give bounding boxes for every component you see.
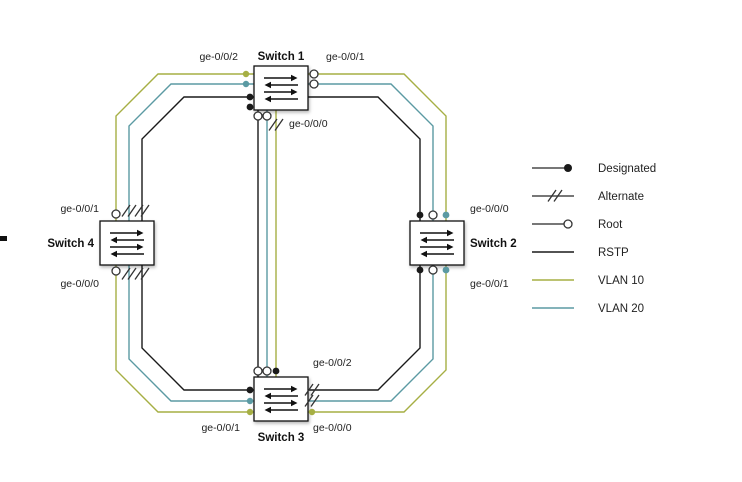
legend-label-alternate: Alternate [598, 191, 644, 203]
port-label-s3-bottom-left: ge-0/0/1 [201, 422, 240, 434]
vlan20-dot [442, 211, 450, 219]
vlan20-links [128, 83, 434, 402]
designated-marker [246, 103, 254, 111]
vlan10-dot [242, 70, 250, 78]
vlan10-dot [246, 408, 254, 416]
switch2-node [409, 220, 465, 266]
switch3-label: Switch 3 [258, 432, 305, 444]
designated-marker [246, 386, 254, 394]
open-circle-icon [563, 219, 573, 229]
switch1-node [253, 65, 309, 111]
switch3-node [253, 376, 309, 422]
legend-label-root: Root [598, 219, 623, 231]
legend-label-rstp: RSTP [598, 247, 629, 259]
switch4-label: Switch 4 [47, 238, 94, 250]
designated-marker [416, 211, 424, 219]
root-marker [253, 366, 263, 376]
legend-row-vlan20: VLAN 20 [532, 303, 644, 315]
vlan10-link-s1-s4 [115, 73, 254, 221]
port-label-s2-bottom: ge-0/0/1 [470, 278, 509, 290]
vlan20-link-s4-s3 [128, 265, 254, 402]
vlan20-dot [246, 397, 254, 405]
root-marker [262, 111, 272, 121]
designated-marker [416, 266, 424, 274]
port-label-s1-left: ge-0/0/2 [199, 51, 238, 63]
legend-label-designated: Designated [598, 163, 656, 175]
root-marker [111, 266, 121, 276]
port-label-s4-top: ge-0/0/1 [60, 203, 99, 215]
vlan10-dot [308, 408, 316, 416]
port-label-s3-top: ge-0/0/2 [313, 357, 352, 369]
legend-row-designated: Designated [532, 163, 656, 175]
legend-row-rstp: RSTP [532, 247, 629, 259]
switch4-node [99, 220, 155, 266]
legend: Designated Alternate Root RSTP VLAN 10 V… [532, 163, 656, 315]
root-marker [309, 69, 319, 79]
port-label-s3-bottom-right: ge-0/0/0 [313, 422, 352, 434]
root-marker [111, 209, 121, 219]
legend-row-alternate: Alternate [532, 189, 644, 203]
vlan20-dot [242, 80, 250, 88]
legend-row-root: Root [532, 219, 623, 231]
root-marker [428, 210, 438, 220]
legend-label-vlan10: VLAN 10 [598, 275, 644, 287]
vlan20-link-s1-s4 [128, 83, 254, 221]
switch4-box [99, 220, 155, 266]
vlan10-link-s1-s2 [308, 73, 447, 221]
switch3-box [253, 376, 309, 422]
vlan10-link-s2-s3 [308, 265, 447, 413]
designated-marker [246, 93, 254, 101]
root-marker [309, 79, 319, 89]
vlan10-links [115, 73, 447, 413]
vlan20-dot [442, 266, 450, 274]
port-label-s4-bottom: ge-0/0/0 [60, 278, 99, 290]
vlan20-link-s2-s3 [308, 265, 434, 402]
rstp-link-s2-s3 [308, 265, 421, 391]
port-label-s2-top: ge-0/0/0 [470, 203, 509, 215]
switch2-box [409, 220, 465, 266]
vlan20-link-s1-s2 [308, 83, 434, 221]
switch1-box [253, 65, 309, 111]
port-label-s1-bottom: ge-0/0/0 [289, 118, 328, 130]
vlan10-link-s4-s3 [115, 265, 254, 413]
rstp-link-s4-s3 [141, 265, 254, 391]
legend-row-vlan10: VLAN 10 [532, 275, 644, 287]
root-marker [253, 111, 263, 121]
switch1-label: Switch 1 [258, 51, 305, 63]
legend-label-vlan20: VLAN 20 [598, 303, 644, 315]
designated-marker [272, 367, 280, 375]
rstp-link-s1-s2 [308, 96, 421, 221]
switch2-label: Switch 2 [470, 238, 517, 250]
root-marker [428, 265, 438, 275]
rstp-link-s1-s4 [141, 96, 254, 221]
port-label-s1-right: ge-0/0/1 [326, 51, 365, 63]
rstp-links [141, 96, 421, 391]
left-edge-artifact [0, 236, 7, 241]
port-markers [111, 69, 450, 416]
filled-circle-icon [564, 164, 572, 172]
root-marker [262, 366, 272, 376]
